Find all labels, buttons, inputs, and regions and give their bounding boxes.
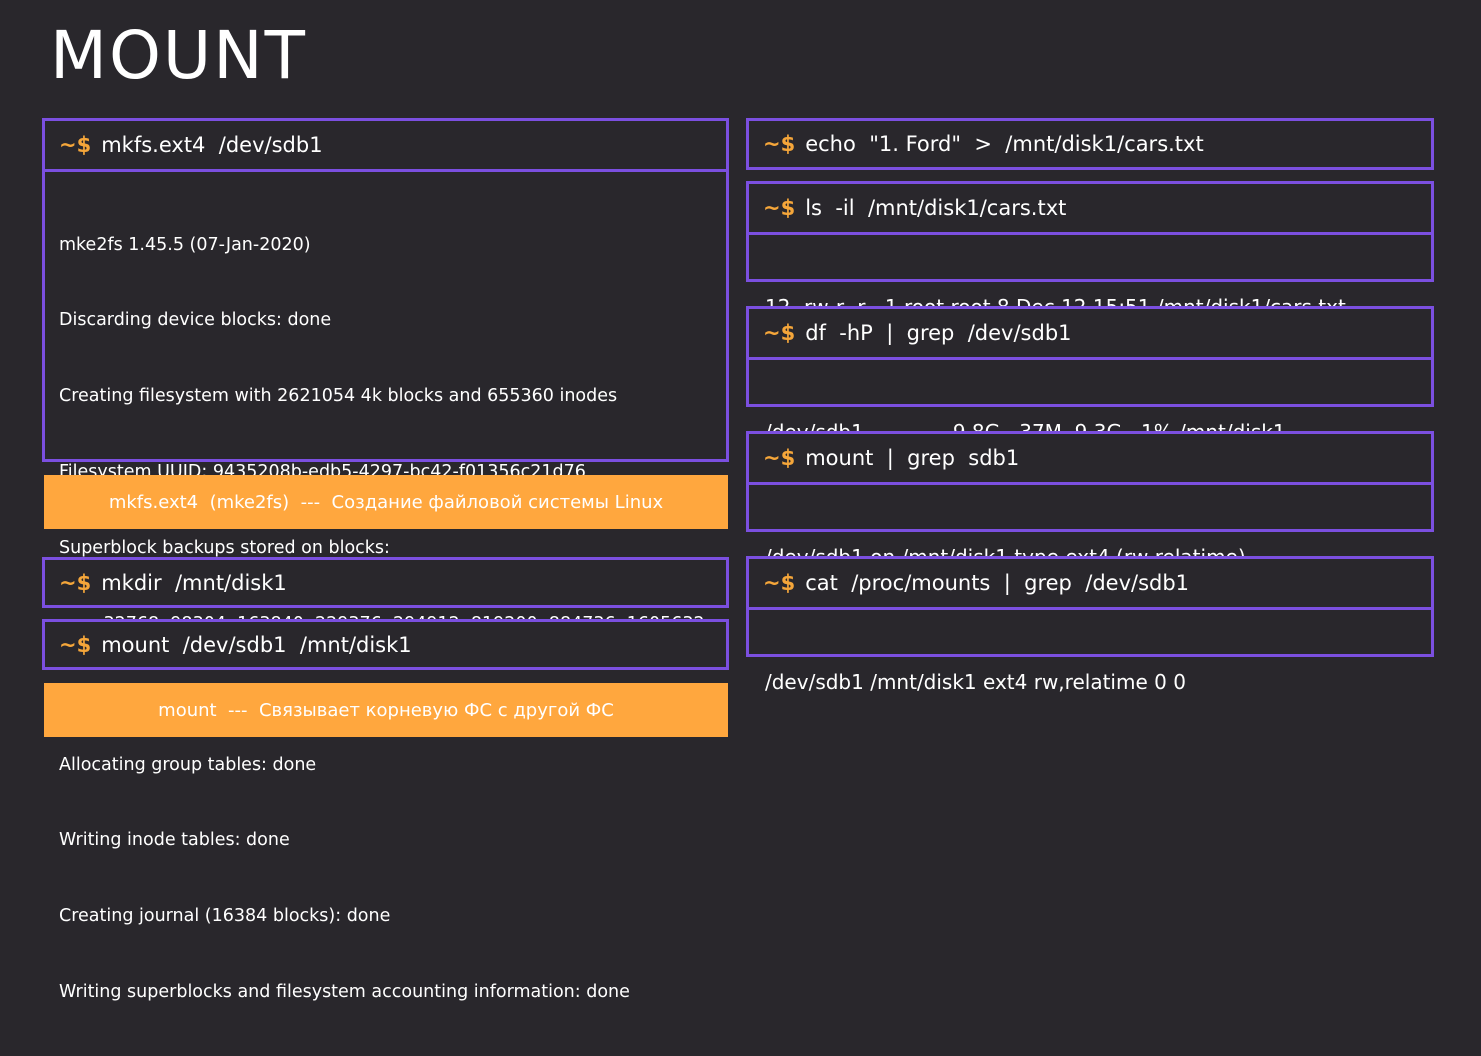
output-line: Allocating group tables: done <box>59 754 317 775</box>
divider <box>749 357 1431 360</box>
df-output: /dev/sdb1 9.8G 37M 9.3G 1% /mnt/disk1 <box>749 360 1431 444</box>
page-title: MOUNT <box>50 17 307 94</box>
mount-grep-terminal-box: ~$ mount | grep sdb1 /dev/sdb1 on /mnt/d… <box>746 431 1434 569</box>
echo-command: echo "1. Ford" > /mnt/disk1/cars.txt <box>805 132 1204 156</box>
mount-grep-command: mount | grep sdb1 <box>805 446 1020 470</box>
output-line: Discarding device blocks: done <box>59 310 332 331</box>
divider <box>749 232 1431 235</box>
echo-terminal-box: ~$ echo "1. Ford" > /mnt/disk1/cars.txt <box>746 118 1434 170</box>
prompt-symbol: ~$ <box>763 321 796 345</box>
prompt-symbol: ~$ <box>59 632 92 657</box>
ls-output: 12 -rw-r--r-- 1 root root 8 Dec 12 15:51… <box>749 235 1431 319</box>
mkfs-command: mkfs.ext4 /dev/sdb1 <box>101 133 323 157</box>
divider <box>749 607 1431 610</box>
mkfs-terminal-box: ~$ mkfs.ext4 /dev/sdb1 mke2fs 1.45.5 (07… <box>42 118 729 1002</box>
prompt-symbol: ~$ <box>59 570 92 595</box>
ls-command-line: ~$ ls -il /mnt/disk1/cars.txt <box>749 184 1431 232</box>
ls-command: ls -il /mnt/disk1/cars.txt <box>805 196 1067 220</box>
prompt-symbol: ~$ <box>763 571 796 595</box>
mkfs-command-line: ~$ mkfs.ext4 /dev/sdb1 <box>45 121 726 169</box>
df-terminal-box: ~$ df -hP | grep /dev/sdb1 /dev/sdb1 9.8… <box>746 306 1434 444</box>
prompt-symbol: ~$ <box>763 196 796 220</box>
mkdir-command-line: ~$ mkdir /mnt/disk1 <box>45 560 726 605</box>
mkfs-note: mkfs.ext4 (mke2fs) --- Создание файловой… <box>44 475 728 529</box>
prompt-symbol: ~$ <box>763 132 796 156</box>
mount-terminal-box: ~$ mount /dev/sdb1 /mnt/disk1 <box>42 619 729 670</box>
divider <box>749 482 1431 485</box>
ls-terminal-box: ~$ ls -il /mnt/disk1/cars.txt 12 -rw-r--… <box>746 181 1434 319</box>
mkdir-command: mkdir /mnt/disk1 <box>101 570 287 595</box>
output-line: Writing inode tables: done <box>59 830 290 851</box>
mount-command: mount /dev/sdb1 /mnt/disk1 <box>101 632 412 657</box>
cat-command-line: ~$ cat /proc/mounts | grep /dev/sdb1 <box>749 559 1431 607</box>
divider <box>45 169 726 172</box>
output-line: mke2fs 1.45.5 (07-Jan-2020) <box>59 234 311 255</box>
output-line: Superblock backups stored on blocks: <box>59 538 390 559</box>
mount-grep-output: /dev/sdb1 on /mnt/disk1 type ext4 (rw,re… <box>749 485 1431 569</box>
mount-command-line: ~$ mount /dev/sdb1 /mnt/disk1 <box>45 622 726 667</box>
output-line: Writing superblocks and filesystem accou… <box>59 982 630 1003</box>
cat-terminal-box: ~$ cat /proc/mounts | grep /dev/sdb1 /de… <box>746 556 1434 694</box>
cat-output: /dev/sdb1 /mnt/disk1 ext4 rw,relatime 0 … <box>749 610 1431 694</box>
prompt-symbol: ~$ <box>763 446 796 470</box>
mkfs-output: mke2fs 1.45.5 (07-Jan-2020) Discarding d… <box>45 172 726 1056</box>
mount-note: mount --- Связывает корневую ФС с другой… <box>44 683 728 737</box>
df-command: df -hP | grep /dev/sdb1 <box>805 321 1072 345</box>
cat-command: cat /proc/mounts | grep /dev/sdb1 <box>805 571 1190 595</box>
echo-command-line: ~$ echo "1. Ford" > /mnt/disk1/cars.txt <box>749 121 1431 167</box>
prompt-symbol: ~$ <box>59 133 92 157</box>
mount-grep-command-line: ~$ mount | grep sdb1 <box>749 434 1431 482</box>
output-line: Creating filesystem with 2621054 4k bloc… <box>59 386 618 407</box>
output-line: /dev/sdb1 /mnt/disk1 ext4 rw,relatime 0 … <box>765 669 1186 694</box>
output-line: Creating journal (16384 blocks): done <box>59 906 391 927</box>
df-command-line: ~$ df -hP | grep /dev/sdb1 <box>749 309 1431 357</box>
mkdir-terminal-box: ~$ mkdir /mnt/disk1 <box>42 557 729 608</box>
